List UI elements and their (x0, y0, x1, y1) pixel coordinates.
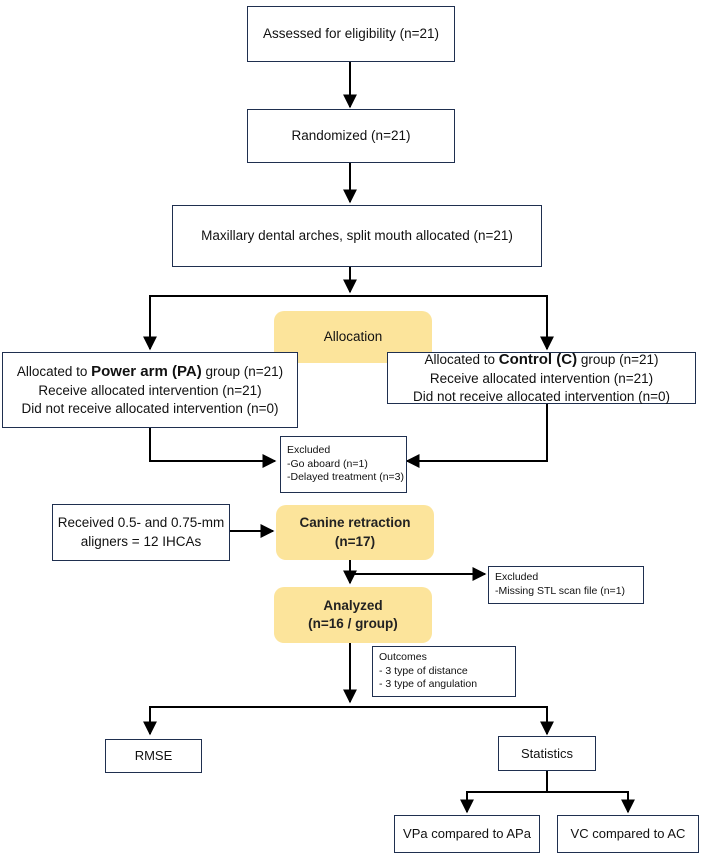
c-group-line1: Allocated to Control (C) group (n=21) (424, 350, 659, 368)
split-line-left (143, 295, 350, 351)
split2-right (350, 706, 554, 736)
split2-left (143, 706, 350, 736)
canine-line1: Canine retraction (299, 515, 411, 531)
statistics-box: Statistics (498, 736, 596, 771)
vpa-label: VPa compared to APa (403, 826, 531, 842)
c-group-name: Control (C) (498, 350, 578, 368)
c-group-box: Allocated to Control (C) group (n=21) Re… (387, 350, 696, 405)
analyzed-line1: Analyzed (323, 597, 383, 613)
excluded1-line2: -Delayed treatment (n=3) (287, 471, 405, 484)
maxillary-box: Maxillary dental arches, split mouth all… (172, 205, 542, 267)
arrow-c-excluded (405, 404, 548, 468)
split3-right (547, 791, 635, 814)
canine-line2: (n=17) (334, 533, 376, 549)
statistics-label: Statistics (520, 745, 573, 761)
pa-group-box: Allocated to Power arm (PA) group (n=21)… (2, 352, 298, 428)
vc-box: VC compared to AC (557, 815, 699, 853)
outcomes-line2: - 3 type of angulation (379, 678, 478, 691)
excluded1-line1: -Go aboard (n=1) (287, 457, 368, 470)
assessed-label: Assessed for eligibility (n=21) (263, 25, 439, 41)
split-line-right (350, 295, 554, 351)
vpa-box: VPa compared to APa (394, 815, 540, 853)
pa-group-line2: Receive allocated intervention (n=21) (38, 382, 262, 398)
outcomes-box: Outcomes - 3 type of distance - 3 type o… (372, 646, 516, 697)
pa-group-name: Power arm (PA) (91, 362, 202, 380)
c-group-line2: Receive allocated intervention (n=21) (429, 370, 654, 386)
allocation-label: Allocation (323, 328, 383, 344)
excluded2-line1: -Missing STL scan file (n=1) (495, 585, 626, 597)
pa-group-line1: Allocated to Power arm (PA) group (n=21) (16, 362, 284, 380)
rmse-box: RMSE (105, 739, 202, 773)
randomized-box: Randomized (n=21) (247, 109, 455, 163)
vc-label: VC compared to AC (570, 826, 686, 842)
received-line1: Received 0.5- and 0.75-mm (57, 515, 225, 531)
excluded2-box: Excluded -Missing STL scan file (n=1) (488, 566, 644, 604)
excluded2-title: Excluded (495, 571, 539, 584)
arrow-pa-excluded (149, 428, 277, 468)
received-line2: aligners = 12 IHCAs (80, 533, 202, 549)
received-box: Received 0.5- and 0.75-mm aligners = 12 … (52, 504, 230, 561)
canine-pill: Canine retraction (n=17) (276, 505, 434, 560)
excluded1-title: Excluded (287, 444, 331, 457)
rmse-label: RMSE (134, 748, 173, 764)
analyzed-pill: Analyzed (n=16 / group) (274, 587, 432, 643)
maxillary-label: Maxillary dental arches, split mouth all… (201, 227, 513, 243)
randomized-label: Randomized (n=21) (291, 127, 411, 143)
outcomes-line1: - 3 type of distance (379, 664, 468, 677)
excluded1-box: Excluded -Go aboard (n=1) -Delayed treat… (280, 436, 407, 493)
analyzed-line2: (n=16 / group) (308, 616, 398, 631)
assessed-box: Assessed for eligibility (n=21) (247, 6, 455, 62)
outcomes-title: Outcomes (379, 651, 427, 664)
c-group-line3: Did not receive allocated intervention (… (412, 389, 671, 405)
pa-group-line3: Did not receive allocated intervention (… (21, 401, 279, 417)
split3-left (460, 791, 547, 814)
